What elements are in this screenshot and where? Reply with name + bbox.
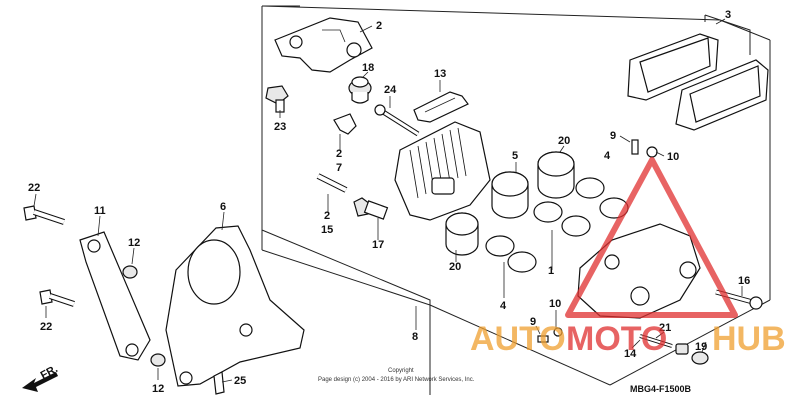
copyright-line-2: Page design (c) 2004 - 2016 by ARI Netwo… <box>318 377 475 383</box>
callouts: 2 3 18 24 13 23 2 7 5 20 9 10 4 22 11 6 … <box>28 9 750 395</box>
brake-pads <box>627 33 769 131</box>
callout-19: 19 <box>695 341 707 353</box>
watermark-hub: HUB <box>712 320 786 358</box>
caliper-body-inner <box>394 121 491 221</box>
clip-7 <box>333 113 357 135</box>
bleed-screw-9 <box>631 139 658 158</box>
bolt-17 <box>353 197 389 220</box>
collar-12-low <box>150 353 166 367</box>
callout-2-low: 2 <box>324 210 330 222</box>
callout-17: 17 <box>372 239 384 251</box>
callout-20-low: 20 <box>449 261 461 273</box>
pad-set-box <box>704 14 751 55</box>
watermark-auto: AUTO <box>470 320 566 358</box>
footer-text: Copyright Page design (c) 2004 - 2016 by… <box>318 368 692 394</box>
watermark-triangle-icon <box>565 157 738 318</box>
slide-pin-15 <box>316 173 348 193</box>
diagram-code: MBG4-F1500B <box>630 384 692 394</box>
callout-20-top: 20 <box>558 135 570 147</box>
pad-spring-13 <box>413 91 469 123</box>
callout-5: 5 <box>512 150 518 162</box>
callout-12-low: 12 <box>152 383 164 395</box>
assembly-frame <box>261 5 771 395</box>
piston-set <box>445 151 575 256</box>
callout-8: 8 <box>412 331 418 343</box>
caliper-hanger-6 <box>165 225 305 387</box>
callout-22-top: 22 <box>28 182 40 194</box>
boot-18 <box>348 76 372 104</box>
callout-2-top: 2 <box>376 20 382 32</box>
front-arrow-icon <box>22 372 58 392</box>
direction-label: FR. <box>39 363 60 382</box>
callout-9-top: 9 <box>610 130 616 142</box>
callout-11: 11 <box>94 205 106 217</box>
callout-24: 24 <box>384 84 397 96</box>
callout-23: 23 <box>274 121 286 133</box>
callout-7: 7 <box>336 162 342 174</box>
callout-1: 1 <box>548 265 554 277</box>
watermark: AUTO MOTO HUB <box>470 157 786 358</box>
callout-25: 25 <box>234 375 246 387</box>
callout-3: 3 <box>725 9 731 21</box>
callout-6: 6 <box>220 201 226 213</box>
torque-link-11 <box>79 231 151 361</box>
bolt-23 <box>265 85 289 113</box>
callout-13: 13 <box>434 68 446 80</box>
direction-arrow: FR. <box>22 363 60 392</box>
pad-pin-24 <box>374 104 420 137</box>
callout-4-low: 4 <box>500 300 507 312</box>
callout-12-top: 12 <box>128 237 140 249</box>
watermark-moto: MOTO <box>566 320 667 358</box>
callout-15: 15 <box>321 224 333 236</box>
callout-16: 16 <box>738 275 750 287</box>
caliper-body-outer <box>577 223 701 319</box>
callout-14: 14 <box>624 348 637 360</box>
callout-2-mid: 2 <box>336 148 342 160</box>
clip-25 <box>213 371 225 395</box>
pin-21-assembly <box>639 334 709 365</box>
bolt-22-top <box>23 205 65 225</box>
callout-4-top: 4 <box>604 150 611 162</box>
callout-18: 18 <box>362 62 374 74</box>
callout-9-low: 9 <box>530 316 536 328</box>
caliper-bracket <box>274 17 373 73</box>
bolt-22-low <box>39 289 75 307</box>
callout-22-low: 22 <box>40 321 52 333</box>
bleed-lower <box>537 327 563 343</box>
collar-12-top <box>122 265 138 279</box>
callout-21: 21 <box>659 322 671 334</box>
copyright-line-1: Copyright <box>388 368 414 374</box>
callout-10-top: 10 <box>667 151 679 163</box>
callout-10-low: 10 <box>549 298 561 310</box>
leader-lines <box>33 18 743 383</box>
